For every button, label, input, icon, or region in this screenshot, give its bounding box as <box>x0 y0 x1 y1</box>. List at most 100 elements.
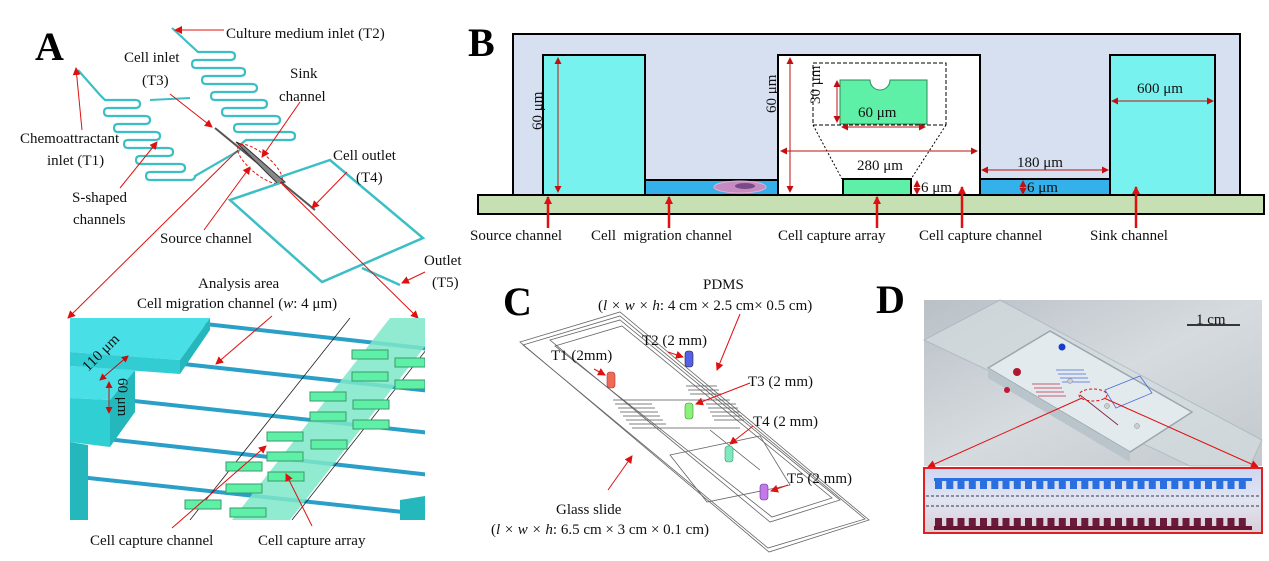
arrow-glass-slide <box>607 455 633 491</box>
red-tooth <box>1160 518 1167 527</box>
label-s-shaped-2: channels <box>73 212 126 228</box>
label-cell-outlet-1: Cell outlet <box>333 148 397 164</box>
red-tooth <box>1115 518 1122 527</box>
trap-shape <box>839 79 928 125</box>
arrow-pdms <box>715 313 741 371</box>
red-tooth <box>1171 518 1179 527</box>
sink-channel <box>1109 54 1216 196</box>
dim-chamber-width-label: 280 μm <box>857 158 903 174</box>
analysis-region <box>235 141 287 185</box>
arrow-cell-inlet <box>169 93 213 128</box>
label-cell-capture-array: Cell capture array <box>258 533 366 549</box>
label-outlet-2: (T5) <box>432 275 459 291</box>
dim-sink-width-label: 600 μm <box>1137 81 1183 97</box>
c-tube-t3 <box>684 402 694 420</box>
red-tooth <box>980 518 987 527</box>
arrow-capture-array <box>285 473 313 527</box>
arrow-source-channel <box>203 166 251 231</box>
c-tube-t2 <box>684 350 694 368</box>
label-s-shaped-1: S-shaped <box>72 190 127 206</box>
red-tooth <box>946 518 954 527</box>
blue-tooth <box>1002 480 1010 489</box>
dim-110-arrow <box>99 355 129 381</box>
photo-zoom-line-right <box>1103 397 1259 468</box>
dim-chamber-height-label: 60 μm <box>764 74 780 113</box>
red-tooth <box>1013 518 1021 527</box>
red-tooth <box>1193 518 1201 527</box>
red-tooth <box>1103 518 1111 527</box>
dim-60-label: 60 μm <box>114 378 130 417</box>
dim-source-height-label: 60 μm <box>530 91 546 130</box>
scale-bar-label: 1 cm <box>1196 312 1226 328</box>
panel-b-arrows <box>544 186 1140 228</box>
dim-trap-height-label: 30 μm <box>808 65 824 104</box>
glass-slide-3d <box>519 311 870 553</box>
red-channel-base <box>934 526 1252 530</box>
blue-tooth <box>1115 480 1122 489</box>
red-tooth <box>1070 518 1077 527</box>
red-tooth <box>968 518 976 527</box>
blue-tooth <box>935 480 942 489</box>
red-tooth <box>1137 518 1145 527</box>
arrow-migration-channel <box>215 315 273 365</box>
photo-highlight-ellipse <box>1078 388 1108 402</box>
red-tooth <box>957 518 965 527</box>
dim-array-height-label: 6 μm <box>921 180 952 196</box>
c-tube-t5 <box>759 483 769 501</box>
panel-c-label: C <box>503 279 532 324</box>
label-b-cell-capture-array: Cell capture array <box>778 228 886 244</box>
pdms-3d <box>549 319 841 523</box>
c-tube-t4 <box>724 445 734 463</box>
photo-port-red <box>1013 368 1021 376</box>
analysis-area-3d: 110 μm 60 μm <box>70 315 425 529</box>
blue-tooth <box>1160 480 1167 489</box>
blue-tooth <box>1238 480 1246 489</box>
blue-tooth <box>1092 480 1100 489</box>
dim-trap-width-label: 60 μm <box>858 105 897 121</box>
blue-tooth <box>1137 480 1145 489</box>
label-t1: T1 (2mm) <box>551 348 612 364</box>
blue-tooth <box>1171 480 1179 489</box>
label-source-channel: Source channel <box>160 231 252 247</box>
label-chemoattractant-2: inlet (T1) <box>47 153 104 169</box>
label-cell-inlet-1: Cell inlet <box>124 50 180 66</box>
photo-port-blue <box>1058 343 1066 351</box>
red-tooth <box>1092 518 1100 527</box>
red-tooth <box>1081 518 1089 527</box>
analysis-area-highlight <box>237 143 283 185</box>
label-glass-title: Glass slide <box>556 502 622 518</box>
red-tooth <box>1047 518 1055 527</box>
blue-channel-teeth <box>935 480 1246 489</box>
blue-channel-base <box>934 478 1252 481</box>
blue-tooth <box>1058 480 1066 489</box>
cell-nucleus <box>735 183 755 189</box>
dim-gap-width-label: 180 μm <box>1017 155 1063 171</box>
zoom-line-right <box>281 183 419 319</box>
glass-slide <box>477 194 1265 215</box>
blue-tooth <box>991 480 999 489</box>
red-tooth <box>1182 518 1190 527</box>
c-tube-t1 <box>606 371 616 389</box>
blue-tooth <box>968 480 976 489</box>
arrow-t1 <box>593 368 606 376</box>
blue-tooth <box>946 480 954 489</box>
photo-port-red-2 <box>1004 387 1010 393</box>
label-cell-inlet-2: (T3) <box>142 73 169 89</box>
label-t3: T3 (2 mm) <box>748 374 813 390</box>
photo-port-t4 <box>1104 403 1110 409</box>
guide-line-1 <box>189 318 351 520</box>
red-tooth <box>1216 518 1224 527</box>
photo-port-t5 <box>1134 423 1140 429</box>
s-shaped-channel-right <box>171 27 297 146</box>
panel-d-label: D <box>876 277 905 322</box>
label-b-sink-channel: Sink channel <box>1090 228 1168 244</box>
panel-b-label: B <box>468 20 495 65</box>
blue-tooth <box>1193 480 1201 489</box>
label-sink-channel-1: Sink <box>290 66 318 82</box>
label-b-migration-channel: Cell migration channel <box>591 228 732 244</box>
panel-a: A Culture medium inlet (T2) Cell inlet (… <box>20 24 462 549</box>
red-tooth <box>1238 518 1246 527</box>
arrow-capture-channel <box>171 445 267 529</box>
label-cell-outlet-2: (T4) <box>356 170 383 186</box>
